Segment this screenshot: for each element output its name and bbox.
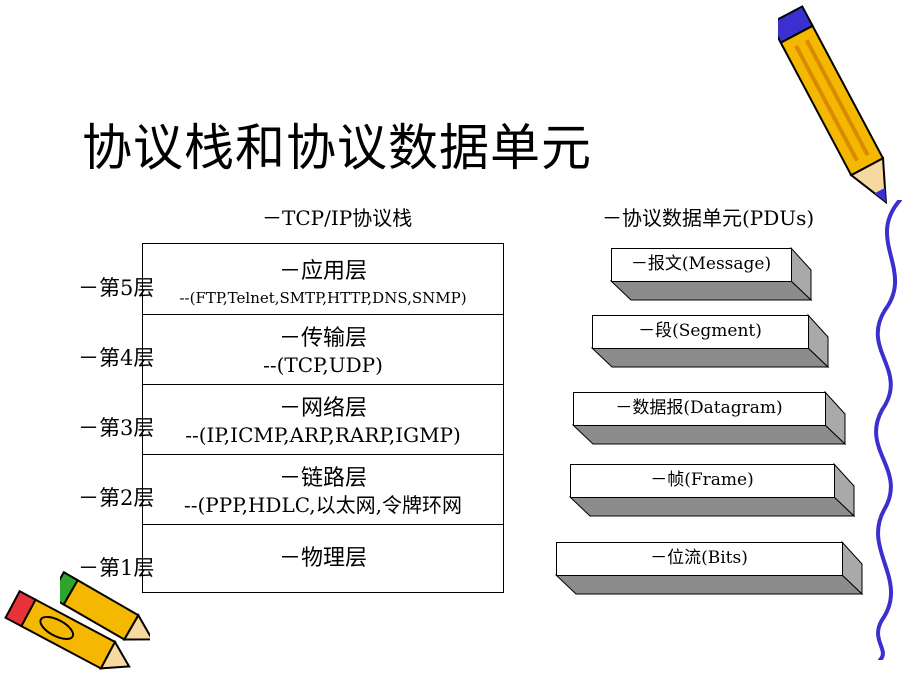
layer-label-1: －第1层 — [78, 556, 155, 580]
pdu-label: －位流(Bits) — [650, 548, 748, 568]
pdu-label: －报文(Message) — [630, 254, 772, 274]
pencil-icon — [60, 570, 150, 641]
layer-protocols: --(IP,ICMP,ARP,RARP,IGMP) — [185, 423, 461, 447]
pencil-icon — [4, 590, 131, 670]
pdu-label: －段(Segment) — [638, 321, 762, 341]
layer-label-3: －第3层 — [78, 416, 155, 440]
stack-heading: －TCP/IP协议栈 — [262, 206, 413, 230]
pdu-heading: －协议数据单元(PDUs) — [602, 206, 815, 230]
page-title: 协议栈和协议数据单元 — [82, 119, 592, 177]
layer-protocols: --(FTP,Telnet,SMTP,HTTP,DNS,SNMP) — [179, 289, 467, 307]
layer-protocols: --(PPP,HDLC,以太网,令牌环网 — [183, 493, 463, 517]
pdu-label: －数据报(Datagram) — [615, 398, 783, 418]
layer-name: －传输层 — [278, 326, 367, 351]
layer-name: －应用层 — [278, 259, 367, 284]
layer-link: －链路层 --(PPP,HDLC,以太网,令牌环网 — [143, 454, 503, 524]
wavy-line-decoration — [874, 200, 902, 660]
layer-transport: －传输层 --(TCP,UDP) — [143, 314, 503, 384]
layer-physical: －物理层 — [143, 524, 503, 592]
pdu-label: －帧(Frame) — [650, 470, 754, 490]
layer-network: －网络层 --(IP,ICMP,ARP,RARP,IGMP) — [143, 384, 503, 454]
layer-label-4: －第4层 — [78, 346, 155, 370]
layer-label-5: －第5层 — [78, 276, 155, 300]
pdu-box-frame: －帧(Frame) — [568, 462, 856, 519]
layer-name: －网络层 — [278, 396, 367, 421]
pencil-icon — [778, 5, 888, 205]
pdu-box-bits: －位流(Bits) — [554, 540, 864, 597]
pdu-box-datagram: －数据报(Datagram) — [571, 390, 847, 447]
pdu-box-message: －报文(Message) — [609, 246, 813, 303]
layer-name: －链路层 — [278, 466, 367, 491]
pdu-box-segment: －段(Segment) — [590, 313, 830, 370]
layer-name: －物理层 — [278, 546, 367, 571]
tcpip-stack-table: －应用层 --(FTP,Telnet,SMTP,HTTP,DNS,SNMP) －… — [142, 243, 504, 593]
layer-label-2: －第2层 — [78, 486, 155, 510]
layer-protocols: --(TCP,UDP) — [263, 353, 383, 377]
layer-application: －应用层 --(FTP,Telnet,SMTP,HTTP,DNS,SNMP) — [143, 244, 503, 314]
